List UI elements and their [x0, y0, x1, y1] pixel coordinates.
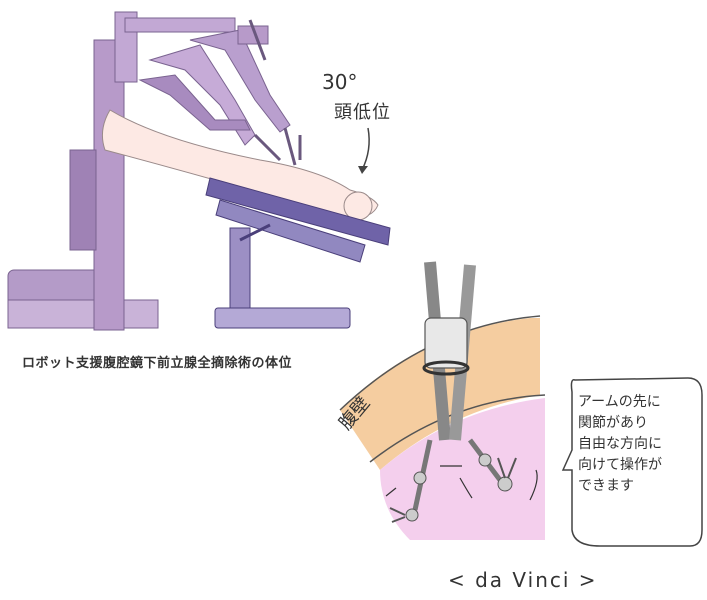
speech-bubble: [561, 377, 703, 547]
tilt-angle-label: 30°: [322, 70, 358, 94]
robot-column-side: [69, 149, 97, 251]
table-support: [239, 223, 271, 242]
table-post: [229, 227, 251, 319]
robot-arm-3: [138, 74, 251, 131]
figure-caption: ロボット支援腹腔鏡下前立腺全摘除術の体位: [22, 356, 293, 371]
left-grasper: [389, 507, 406, 523]
robot-arm-1: [148, 44, 256, 146]
right-tip-joint: [497, 476, 513, 492]
robot-boom-arm: [124, 17, 236, 33]
trocar-port: [424, 317, 468, 369]
tilt-arrowhead: [358, 166, 368, 174]
bubble-line-1: アームの先に: [578, 394, 661, 410]
bubble-line-5: できます: [578, 478, 634, 494]
table-lower: [215, 199, 366, 263]
system-name-label: < da Vinci >: [448, 568, 598, 592]
instrument-line-2: [283, 127, 297, 166]
table-base: [214, 307, 351, 329]
table-top: [205, 177, 391, 246]
robot-base-step: [7, 299, 159, 329]
tilt-arrow: [361, 127, 370, 171]
motion-arrow-curve: [459, 477, 473, 499]
trocar-ring: [422, 360, 470, 376]
left-tip-joint: [405, 508, 419, 522]
instrument-line-1: [253, 133, 282, 162]
bubble-line-3: 自由な方向に: [578, 436, 662, 452]
abdominal-wall-pink: [380, 398, 545, 540]
motion-arrow-right: [529, 469, 538, 501]
right-joint: [478, 453, 492, 467]
motion-arrow-left: [385, 487, 397, 497]
patient-head: [343, 191, 373, 221]
robot-column: [93, 39, 125, 331]
right-grasper: [497, 457, 517, 479]
head-down-position-label: 頭低位: [334, 102, 391, 123]
bubble-line-4: 向けて操作が: [578, 457, 662, 473]
robot-instrument-top: [248, 19, 267, 61]
left-joint: [413, 471, 427, 485]
bubble-line-2: 関節があり: [578, 415, 648, 431]
bubble-text: アームの先に 関節があり 自由な方向に 向けて操作が できます: [578, 392, 698, 497]
